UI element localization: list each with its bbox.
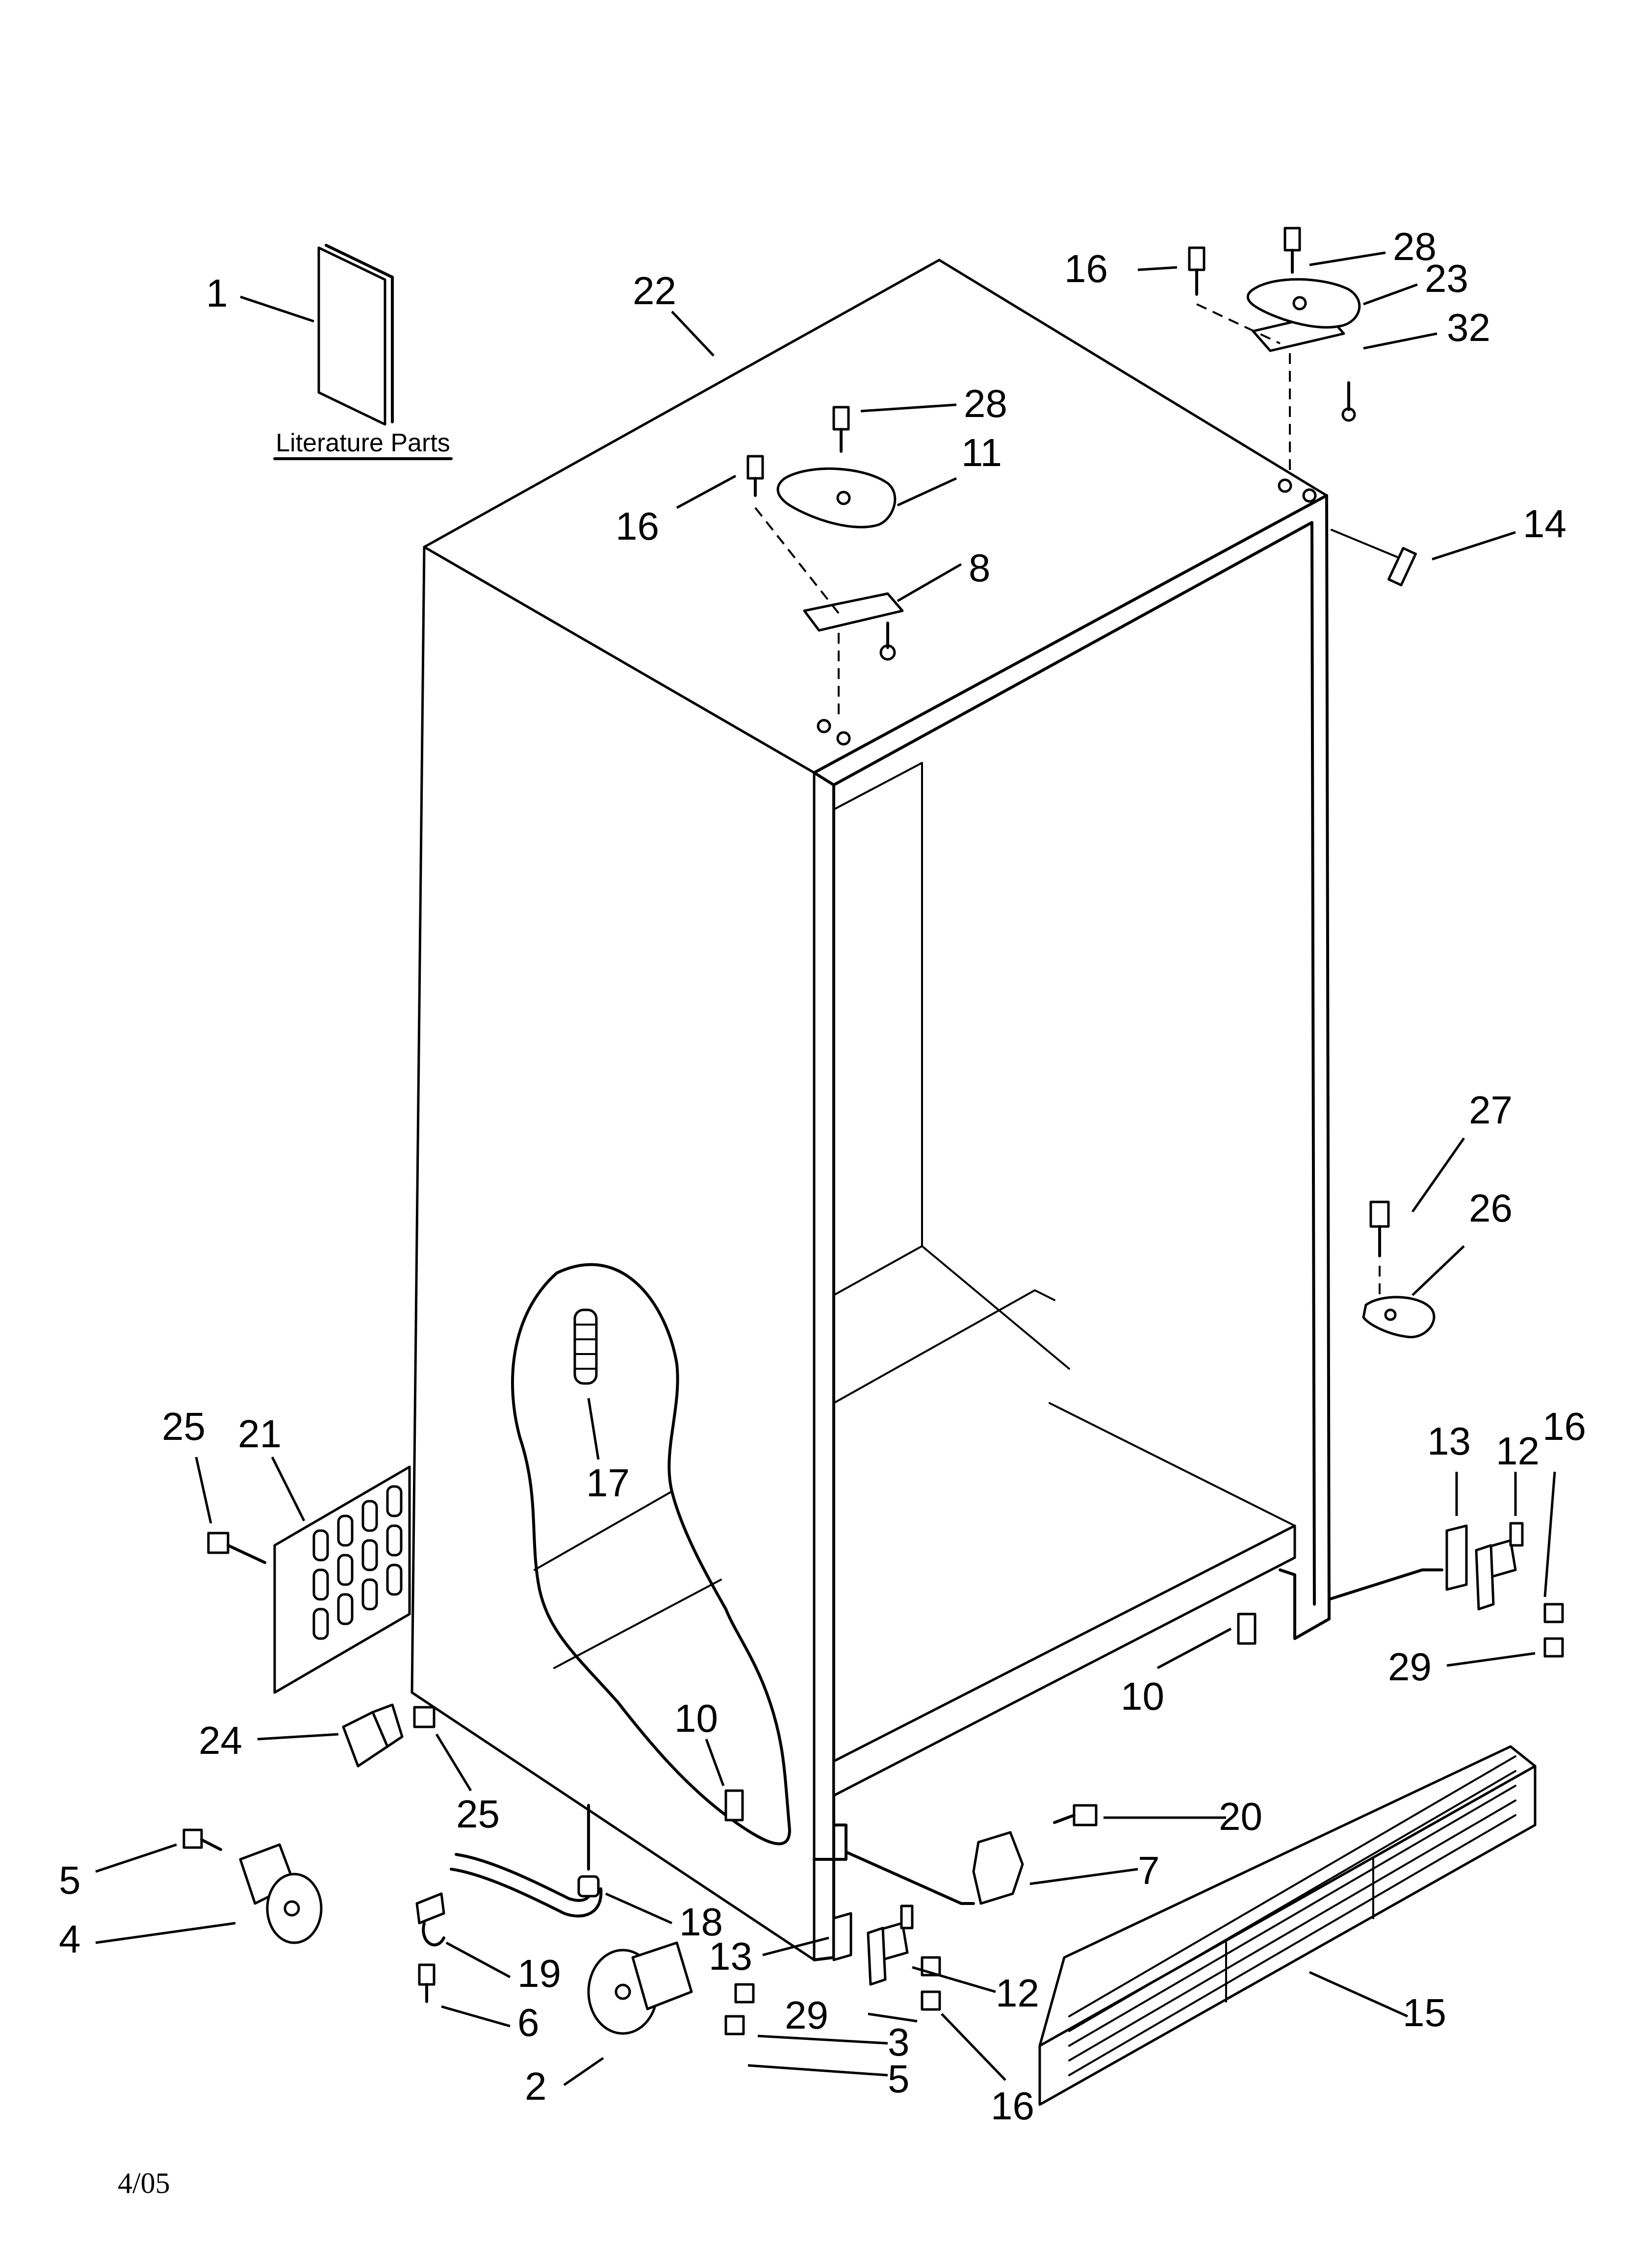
door-stop-pin-14	[1331, 529, 1417, 587]
callout-27: 27	[1469, 1088, 1513, 1132]
right-lower-hinge-13-12	[1445, 1522, 1564, 1658]
rear-access-panel-21	[273, 1465, 411, 1694]
upper-left-hinge-assembly	[746, 406, 904, 746]
callout-25-left: 25	[162, 1405, 205, 1448]
callout-29-lower: 29	[785, 1993, 828, 2037]
callout-25-lower: 25	[456, 1792, 500, 1836]
callout-32: 32	[1447, 306, 1490, 349]
callout-16-top-right: 16	[1064, 247, 1108, 290]
callout-3: 3	[888, 2020, 910, 2064]
callout-29-right: 29	[1388, 1645, 1432, 1689]
callout-12-right: 12	[1496, 1429, 1539, 1473]
callout-21: 21	[238, 1412, 282, 1456]
date-code: 4/05	[118, 2167, 170, 2199]
hinge-bracket-26	[1362, 1200, 1436, 1338]
rear-panel-vents	[312, 1485, 403, 1640]
callout-10-center: 10	[674, 1696, 718, 1740]
toe-grille-15	[1038, 1745, 1537, 2106]
front-roller-2	[587, 1941, 755, 2035]
callout-16-top-center: 16	[616, 504, 659, 548]
callout-16-lower: 16	[991, 2084, 1034, 2128]
callout-24: 24	[199, 1719, 242, 1762]
clip-10-right	[1237, 1613, 1257, 1645]
callout-5-left: 5	[59, 1858, 81, 1902]
callout-2: 2	[525, 2064, 547, 2108]
screw-25-left	[207, 1532, 266, 1564]
callout-5-lower: 5	[888, 2057, 910, 2101]
callout-16-right: 16	[1542, 1405, 1586, 1448]
literature-parts-caption: Literature Parts	[276, 429, 450, 457]
callout-14: 14	[1523, 502, 1566, 546]
callout-28-top-right: 28	[1393, 225, 1437, 268]
tube-clip-19	[415, 1892, 445, 1947]
lower-hinge-13-12	[832, 1904, 941, 2011]
callout-17: 17	[586, 1461, 630, 1505]
grille-bracket-7	[972, 1804, 1098, 1905]
callout-19: 19	[517, 1952, 561, 1995]
callout-10-right: 10	[1121, 1674, 1164, 1718]
callout-22: 22	[633, 269, 676, 313]
callout-4: 4	[59, 1917, 81, 1961]
callout-23: 23	[1425, 257, 1468, 300]
callout-13-right: 13	[1427, 1419, 1471, 1463]
clip-10-left	[724, 1789, 744, 1822]
callout-28-top-center: 28	[964, 382, 1007, 425]
cabinet-shell	[410, 259, 1443, 1961]
callout-20: 20	[1219, 1795, 1262, 1838]
callout-labels: 1 22 16 28 23 32 28 11 16 8 14 27 26 25 …	[59, 225, 1586, 2128]
screw-6	[418, 1963, 436, 2003]
rear-roller-4	[182, 1828, 323, 1944]
upper-right-hinge-assembly	[1188, 227, 1361, 503]
callout-leaders	[95, 251, 1556, 2086]
callout-26: 26	[1469, 1186, 1513, 1230]
callout-7: 7	[1138, 1849, 1160, 1892]
drain-coil-17	[573, 1308, 598, 1385]
literature-parts-booklet: Literature Parts	[273, 244, 453, 460]
callout-12-lower: 12	[996, 1971, 1039, 2015]
callout-8: 8	[969, 546, 991, 590]
callout-18: 18	[679, 1900, 723, 1944]
callout-13-lower: 13	[709, 1934, 752, 1978]
bracket-24	[342, 1703, 436, 1768]
callout-1: 1	[206, 271, 228, 315]
drain-tube-18	[450, 1804, 603, 1918]
callout-11: 11	[961, 431, 1002, 474]
callout-15: 15	[1403, 1991, 1446, 2034]
callout-6: 6	[517, 2001, 539, 2044]
